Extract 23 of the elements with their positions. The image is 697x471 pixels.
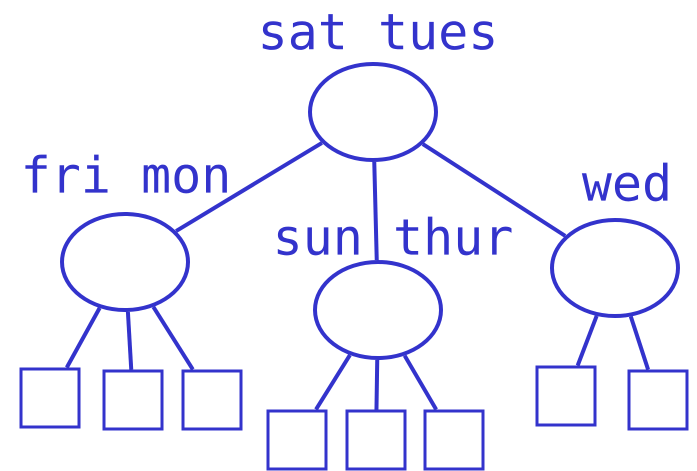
square-node bbox=[536, 366, 596, 426]
square-node bbox=[266, 410, 328, 470]
square-node bbox=[102, 370, 164, 430]
connector-line bbox=[152, 306, 194, 371]
square-node bbox=[424, 410, 484, 470]
node-label: sun thur bbox=[278, 216, 512, 256]
square-node bbox=[182, 370, 242, 430]
node-label: sat tues bbox=[262, 14, 494, 50]
node-label: fri mon bbox=[25, 154, 227, 194]
square-node bbox=[346, 410, 406, 470]
connector-line bbox=[175, 141, 323, 233]
square-node bbox=[628, 370, 688, 430]
connector-line bbox=[374, 360, 380, 410]
connector-line bbox=[422, 142, 566, 238]
connector-line bbox=[576, 315, 598, 366]
node-label: wed bbox=[582, 162, 668, 202]
connector-line bbox=[65, 307, 102, 368]
connector-line bbox=[314, 354, 352, 411]
connector-line bbox=[372, 162, 379, 260]
connector-line bbox=[126, 312, 134, 370]
connector-line bbox=[628, 316, 650, 370]
connector-line bbox=[402, 354, 438, 410]
square-node bbox=[20, 368, 80, 428]
